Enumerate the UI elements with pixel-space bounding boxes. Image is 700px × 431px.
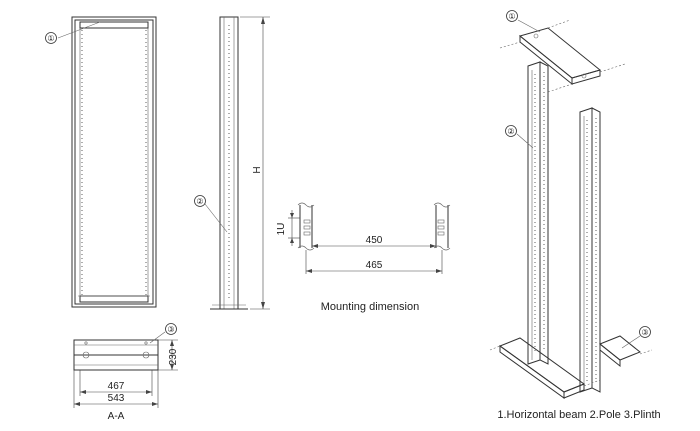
callout-1-iso: ① (506, 10, 541, 33)
callout-1-front: ① (45, 21, 101, 44)
mounting-dimension-detail: 1U 450 465 (276, 202, 451, 274)
front-view-frame (71, 16, 157, 308)
isometric-assembly (489, 19, 653, 399)
height-dimension: H (240, 16, 270, 310)
callout-3-plinth: ③ (149, 323, 177, 344)
callout-1-iso-label: ① (508, 12, 515, 21)
parts-legend: 1.Horizontal beam 2.Pole 3.Plinth (497, 409, 660, 421)
width-465-label: 465 (366, 260, 383, 271)
callout-3-iso: ③ (621, 326, 651, 349)
height-label: H (252, 166, 263, 173)
callout-2-iso-label: ② (507, 127, 514, 136)
callout-3-iso-label: ③ (641, 328, 648, 337)
callout-1-label: ① (47, 34, 54, 43)
callout-3-plinth-label: ③ (167, 325, 174, 334)
callout-2-side: ② (194, 195, 228, 233)
plinth-467-label: 467 (108, 381, 125, 392)
section-label: A-A (108, 411, 125, 422)
plinth-section-view: 230 467 543 (73, 339, 179, 408)
plinth-543-label: 543 (108, 393, 125, 404)
plinth-height-label: 230 (168, 348, 179, 365)
width-450-label: 450 (366, 235, 383, 246)
unit-label: 1U (276, 223, 287, 236)
callout-2-label: ② (196, 197, 203, 206)
side-view-pole (210, 16, 248, 310)
callout-2-iso: ② (505, 125, 534, 149)
mounting-caption: Mounting dimension (321, 301, 419, 313)
